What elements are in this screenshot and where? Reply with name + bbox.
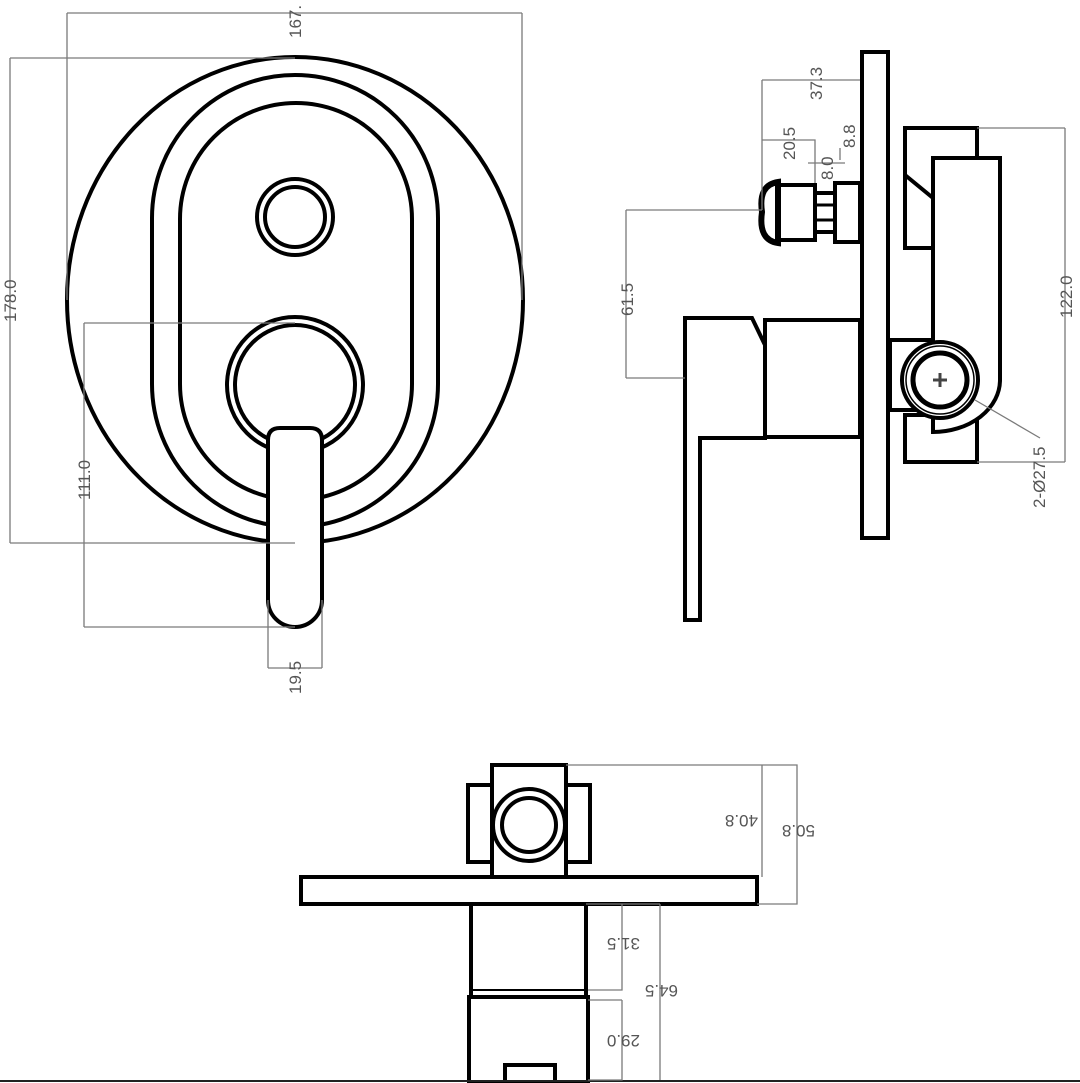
inlet-ring <box>905 345 975 415</box>
lever-handle <box>266 426 324 629</box>
thread-lines <box>815 203 835 222</box>
chamfer-line <box>903 173 935 200</box>
dim-top-body: 40.8 <box>725 811 758 830</box>
wall-plate-edge <box>299 875 759 906</box>
dim-cartridge-depth: 37.3 <box>807 67 826 100</box>
diverter-knob <box>758 178 781 247</box>
handle-lever-bottom <box>467 995 590 1083</box>
handle-body-bottom <box>469 902 588 999</box>
dim-overall-width: 167. <box>286 5 305 38</box>
front-view: 167. 178.0 111.0 19.5 <box>1 5 525 694</box>
handle-bevel <box>750 317 767 346</box>
dim-lever-width: 19.5 <box>286 661 305 694</box>
dim-handle-offset: 61.5 <box>618 283 637 316</box>
side-view: 37.3 20.5 8.0 8.8 61.5 122.0 2-Ø27.5 <box>618 50 1076 622</box>
dim-collar: 8.8 <box>840 124 859 148</box>
bottom-dimensions: 40.8 50.8 31.5 64.5 29.0 <box>566 764 815 1081</box>
dim-inlet-diameter: 2-Ø27.5 <box>1030 447 1049 508</box>
diverter-button-inner <box>263 185 327 249</box>
handle-body <box>763 318 862 439</box>
front-dimensions: 167. 178.0 111.0 19.5 <box>1 5 523 694</box>
diverter-button-outer <box>255 177 335 257</box>
side-dimensions: 37.3 20.5 8.0 8.8 61.5 122.0 2-Ø27.5 <box>618 67 1076 508</box>
handle-lever <box>683 316 767 622</box>
cartridge-collar <box>833 181 862 244</box>
dim-overall-height: 178.0 <box>1 279 20 322</box>
inlet-inner <box>910 350 970 410</box>
outlet-inner <box>500 796 558 854</box>
dim-handle-tip: 29.0 <box>607 1031 640 1050</box>
dim-body-height: 122.0 <box>1057 275 1076 318</box>
cartridge-body <box>776 183 817 242</box>
dim-cartridge-body: 20.5 <box>780 127 799 160</box>
bottom-view: 40.8 50.8 31.5 64.5 29.0 <box>0 763 1080 1083</box>
wall-plate <box>860 50 890 540</box>
center-plus-icon <box>933 373 947 387</box>
dim-handle-total: 64.5 <box>645 981 678 1000</box>
dim-lever-offset: 111.0 <box>75 460 94 500</box>
dim-top-total: 50.8 <box>782 821 815 840</box>
valve-tab-right <box>564 783 592 864</box>
dim-handle-body: 31.5 <box>607 934 640 953</box>
valve-tab-left <box>466 783 494 864</box>
cartridge-thread <box>813 191 837 234</box>
dim-thread-length: 8.0 <box>818 156 837 180</box>
lever-slot <box>503 1063 557 1083</box>
